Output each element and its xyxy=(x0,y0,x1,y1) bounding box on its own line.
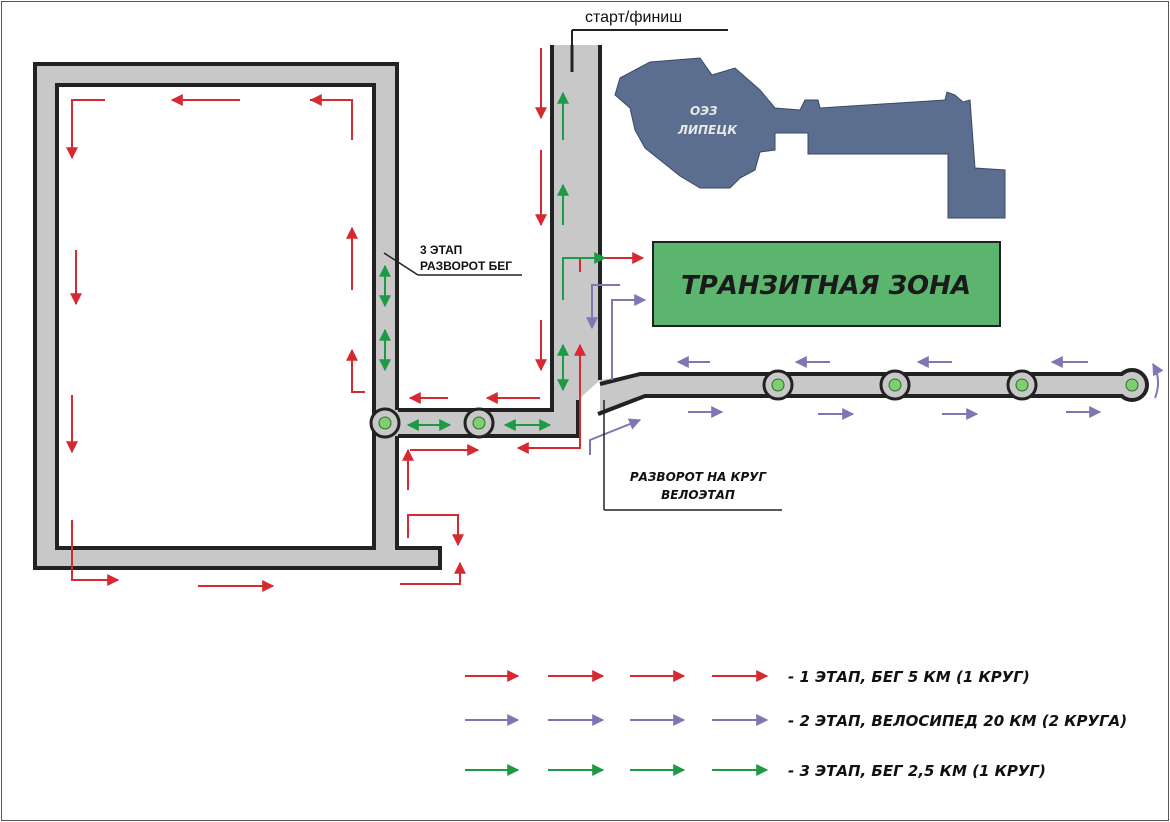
transit-zone-label: ТРАНЗИТНАЯ ЗОНА xyxy=(681,271,971,301)
legend-label-stage2: - 2 ЭТАП, ВЕЛОСИПЕД 20 КМ (2 КРУГА) xyxy=(788,712,1127,730)
lipetsk-label: ЛИПЕЦК xyxy=(677,123,738,137)
turn-bike-label-1: РАЗВОРОТ НА КРУГ xyxy=(630,470,768,484)
oez-label: ОЭЗ xyxy=(690,104,718,118)
stage3-arrows xyxy=(379,91,607,431)
roads xyxy=(33,45,1149,570)
stage2-arrows xyxy=(586,284,1164,455)
start-finish-label: старт/финиш xyxy=(585,9,682,26)
start-road xyxy=(378,45,600,436)
oez-building xyxy=(614,57,1006,219)
loop-road xyxy=(33,62,442,570)
legend-label-stage1: - 1 ЭТАП, БЕГ 5 КМ (1 КРУГ) xyxy=(788,668,1030,686)
turn-run-label-1: 3 ЭТАП xyxy=(420,243,462,257)
transit-zone xyxy=(652,241,1001,327)
stage1-arrows xyxy=(66,48,645,592)
turn-bike-label-2: ВЕЛОЭТАП xyxy=(661,488,735,502)
legend: - 1 ЭТАП, БЕГ 5 КМ (1 КРУГ) - 2 ЭТАП, ВЕ… xyxy=(465,668,1127,780)
checkpoints xyxy=(369,369,1139,439)
legend-label-stage3: - 3 ЭТАП, БЕГ 2,5 КМ (1 КРУГ) xyxy=(788,762,1046,780)
turn-run-label-2: РАЗВОРОТ БЕГ xyxy=(420,259,512,273)
